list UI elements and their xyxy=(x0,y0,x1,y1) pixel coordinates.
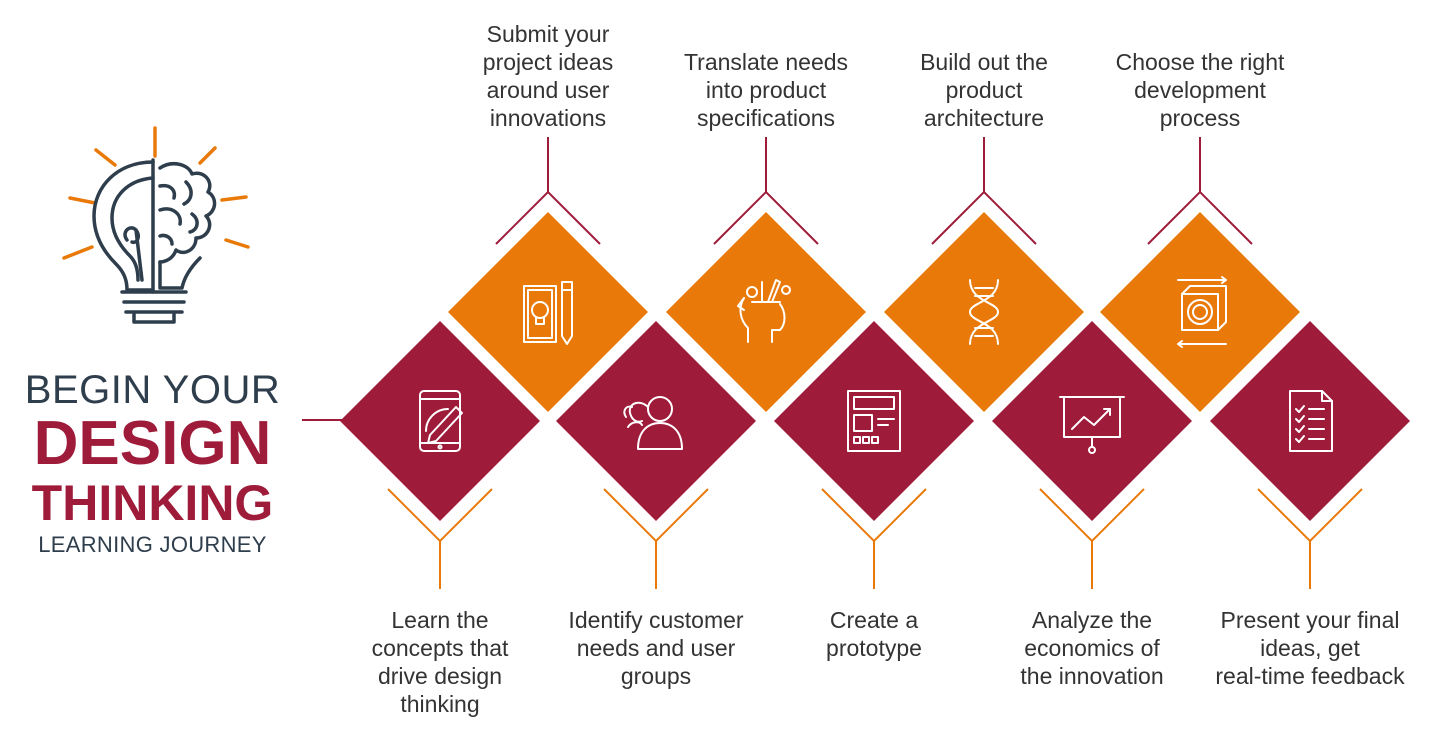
bottom-step-diamond-2 xyxy=(556,321,756,521)
presentation-chart-icon xyxy=(1059,396,1125,454)
top-step-diamond-2-shape xyxy=(666,212,866,412)
checklist-icon xyxy=(1289,390,1333,452)
top-step-caption-2-line: specifications xyxy=(696,105,836,131)
lightbulb-brain-icon xyxy=(62,126,250,324)
top-step-diamond-2 xyxy=(666,212,866,412)
top-step-caption-4-line: process xyxy=(1159,105,1241,131)
top-step-diamond-4-shape xyxy=(1100,212,1300,412)
idea-document-icon xyxy=(523,281,573,345)
bottom-step-diamond-3-shape xyxy=(774,321,974,521)
bottom-step-caption-3-line: prototype xyxy=(826,635,922,661)
top-step-caption-3-line: product xyxy=(945,77,1023,103)
bottom-step-diamond-5 xyxy=(1210,321,1410,521)
bottom-step-diamond-1 xyxy=(340,321,540,521)
head-with-tools-icon xyxy=(737,279,791,343)
title-line-1: BEGIN YOUR xyxy=(24,368,281,412)
bottom-step-caption-5-line: real-time feedback xyxy=(1215,663,1405,689)
bottom-step-diamond-3 xyxy=(774,321,974,521)
bottom-step-caption-2-line: needs and user xyxy=(576,635,736,661)
bottom-step-caption-4-line: economics of xyxy=(1024,635,1160,661)
user-group-icon xyxy=(623,396,683,450)
top-step-caption-3-line: architecture xyxy=(923,105,1045,131)
bottom-step-diamond-4-shape xyxy=(992,321,1192,521)
wireframe-icon xyxy=(847,390,901,452)
bottom-step-caption-4-line: the innovation xyxy=(1020,663,1164,689)
top-step-caption-2-line: Translate needs xyxy=(683,49,849,75)
gear-process-icon xyxy=(1177,276,1227,348)
bottom-step-caption-5-line: Present your final xyxy=(1220,607,1400,633)
top-step-caption-4-line: Choose the right xyxy=(1115,49,1285,75)
bottom-step-diamond-1-shape xyxy=(340,321,540,521)
bottom-step-caption-1-line: concepts that xyxy=(371,635,509,661)
top-step-diamond-3-shape xyxy=(884,212,1084,412)
top-step-caption-1-line: around user xyxy=(486,77,610,103)
bottom-step-caption-2-line: Identify customer xyxy=(568,607,744,633)
top-step-caption-4-line: development xyxy=(1134,77,1266,103)
top-step-caption-2-line: into product xyxy=(705,77,827,103)
bottom-step-caption-1-line: Learn the xyxy=(391,607,489,633)
tablet-pencil-icon xyxy=(419,390,463,452)
top-step-caption-3-line: Build out the xyxy=(920,49,1048,75)
top-step-caption-1-line: Submit your xyxy=(486,21,610,47)
dna-helix-icon xyxy=(969,279,999,345)
top-step-caption-1-line: innovations xyxy=(489,105,607,131)
top-step-caption-1-line: project ideas xyxy=(482,49,614,75)
bottom-step-caption-5-line: ideas, get xyxy=(1260,635,1360,661)
bottom-step-caption-4-line: Analyze the xyxy=(1031,607,1153,633)
top-step-diamond-1 xyxy=(448,212,648,412)
bottom-step-diamond-5-shape xyxy=(1210,321,1410,521)
top-step-diamond-4 xyxy=(1100,212,1300,412)
title-block: BEGIN YOUR DESIGN THINKING LEARNING JOUR… xyxy=(0,368,305,558)
bottom-step-caption-3-line: Create a xyxy=(829,607,919,633)
title-line-4: LEARNING JOURNEY xyxy=(38,532,267,557)
bottom-step-caption-2-line: groups xyxy=(620,663,692,689)
bottom-step-caption-1-line: drive design xyxy=(377,663,503,689)
title-line-3: THINKING xyxy=(31,475,274,531)
top-step-diamond-3 xyxy=(884,212,1084,412)
bottom-step-caption-1-line: thinking xyxy=(400,691,480,717)
title-line-2: DESIGN xyxy=(33,409,272,478)
bottom-step-diamond-4 xyxy=(992,321,1192,521)
